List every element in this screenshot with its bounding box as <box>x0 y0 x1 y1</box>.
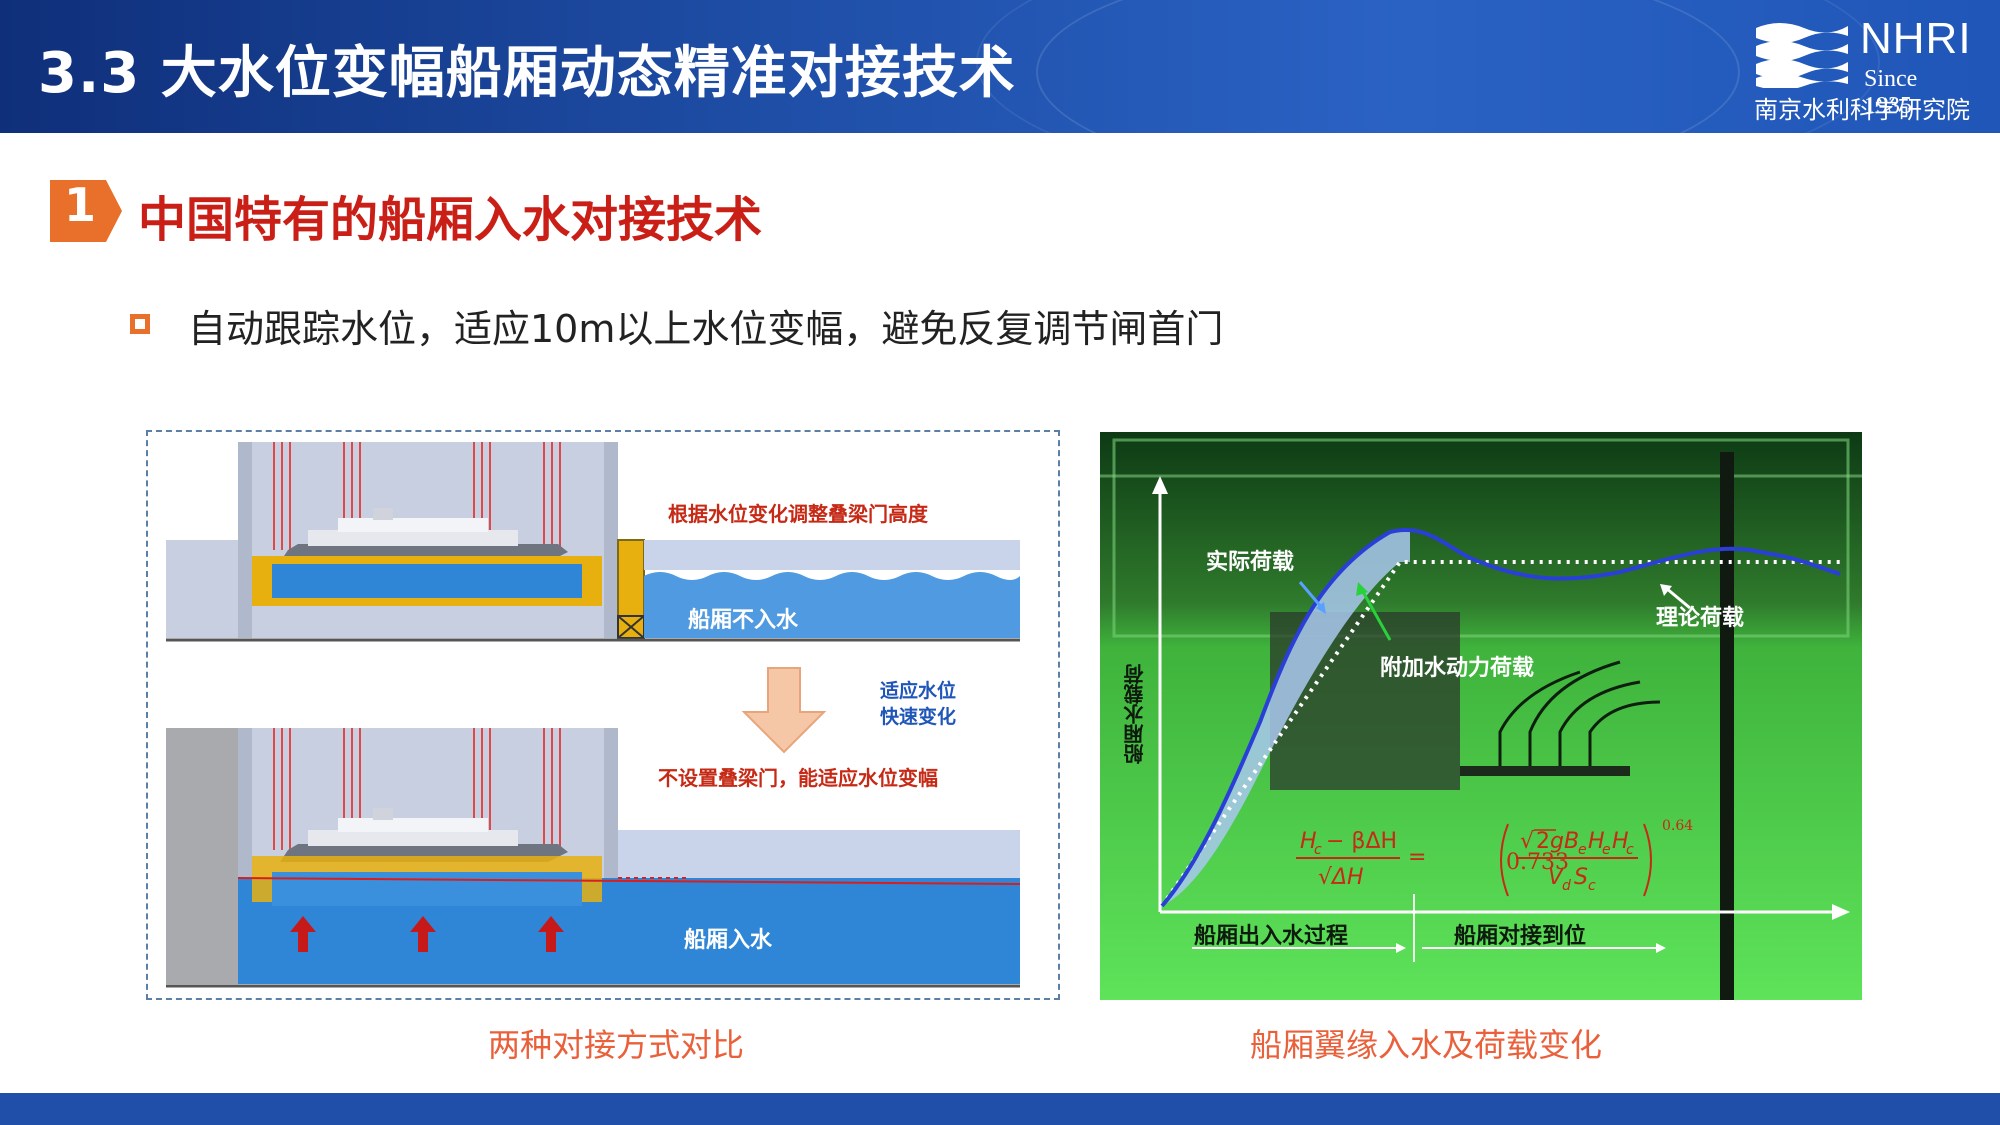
header-bar: 3.3 大水位变幅船厢动态精准对接技术 NHRI Since 1935 南京水利… <box>0 0 2000 133</box>
svg-text:e: e <box>1602 842 1611 858</box>
added-load-area <box>1162 532 1410 906</box>
sensor-wires <box>1498 660 1661 766</box>
theory-load-curve <box>1160 560 1840 908</box>
top-gate <box>617 539 645 639</box>
section-number-badge <box>50 180 122 242</box>
svg-text:− βΔH: − βΔH <box>1326 829 1397 854</box>
logo-name: NHRI <box>1860 14 1972 63</box>
svg-text:c: c <box>1588 878 1596 894</box>
bottom-concrete <box>166 728 238 984</box>
right-caption: 船厢翼缘入水及荷载变化 <box>1250 1026 1603 1064</box>
down-arrow-icon <box>741 667 827 754</box>
section-title: 中国特有的船厢入水对接技术 <box>138 192 763 248</box>
svg-text:H: H <box>1588 829 1605 854</box>
svg-text:H: H <box>1612 829 1629 854</box>
footer-bar <box>0 1093 2000 1125</box>
svg-text:2: 2 <box>1536 829 1550 854</box>
page-title: 3.3 大水位变幅船厢动态精准对接技术 <box>38 41 1016 106</box>
y-axis-label: 船厢水载荷 <box>1123 664 1147 764</box>
up-arrow-icons <box>290 916 564 952</box>
formula-coefficient: 0.733 <box>1506 850 1569 875</box>
svg-text:√: √ <box>1318 865 1333 890</box>
svg-text:e: e <box>1578 842 1587 858</box>
header-decor <box>976 0 1880 133</box>
theory-load-label: 理论荷载 <box>1656 606 1745 631</box>
comparison-diagram-svg <box>166 442 1021 988</box>
nhri-logo: NHRI Since 1935 南京水利科学研究院 <box>1752 12 1971 124</box>
left-caption: 两种对接方式对比 <box>488 1026 745 1064</box>
svg-text:H: H <box>1300 829 1317 854</box>
comparison-diagram: 根据水位变化调整叠梁门高度 船厢不入水 适应水位 快速变化 不设置叠梁门，能适应… <box>146 430 1060 1000</box>
svg-text:√: √ <box>1520 829 1535 854</box>
bottom-label: 不设置叠梁门，能适应水位变幅 <box>658 766 938 790</box>
arrow-label-line2: 快速变化 <box>880 706 957 728</box>
svg-text:c: c <box>1314 842 1322 858</box>
svg-text:S: S <box>1574 865 1588 890</box>
svg-text:=: = <box>1408 845 1426 870</box>
phase1-label: 船厢出入水过程 <box>1194 924 1349 949</box>
logo-since: Since 1935 <box>1864 66 1918 119</box>
svg-text:c: c <box>1626 842 1634 858</box>
bottom-cables <box>273 728 561 850</box>
actual-load-label: 实际荷载 <box>1206 550 1295 575</box>
top-label: 根据水位变化调整叠梁门高度 <box>668 502 928 526</box>
bullet-text: 自动跟踪水位，适应10m以上水位变幅，避免反复调节闸首门 <box>188 307 1224 351</box>
vertical-pole <box>1720 452 1734 1000</box>
actual-load-curve <box>1160 528 1841 908</box>
top-air <box>644 540 1020 570</box>
top-left-ground <box>166 540 238 638</box>
section-number: 1 <box>63 178 96 232</box>
nhri-wave-icon <box>1756 23 1848 88</box>
arrow-label-line1: 适应水位 <box>880 680 957 702</box>
phase2-label: 船厢对接到位 <box>1454 924 1587 949</box>
bullet-square-icon <box>130 314 150 334</box>
top-water-label: 船厢不入水 <box>688 608 799 633</box>
top-outer-water <box>644 572 1020 638</box>
svg-text:ΔH: ΔH <box>1330 865 1364 890</box>
arrow-label: 适应水位 快速变化 <box>880 678 956 730</box>
svg-text:V: V <box>1548 865 1565 890</box>
added-load-label: 附加水动力荷载 <box>1380 656 1535 681</box>
logo-cn-name: 南京水利科学研究院 <box>1754 96 1970 124</box>
formula-exponent: 0.64 <box>1662 818 1694 834</box>
svg-text:d: d <box>1562 878 1571 894</box>
bottom-water-label: 船厢入水 <box>684 928 773 953</box>
svg-text:gB: gB <box>1550 829 1579 854</box>
